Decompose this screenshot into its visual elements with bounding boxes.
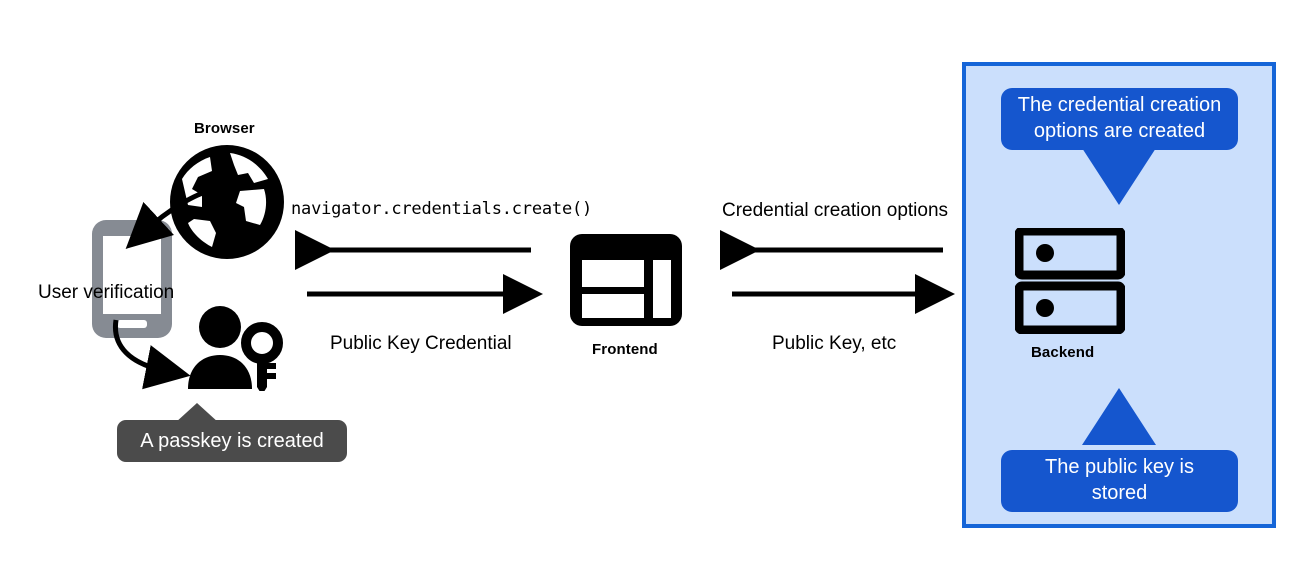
public-key-credential-label: Public Key Credential: [330, 333, 512, 354]
browser-to-phone-arrow: [125, 187, 213, 249]
public-key-stored-callout-tail: [1082, 388, 1156, 445]
passkey-created-callout-text: A passkey is created: [140, 429, 324, 452]
navigator-credentials-create-label: navigator.credentials.create(): [291, 199, 593, 219]
frontend-to-backend-arrow: [732, 274, 955, 314]
backend-to-frontend-arrow: [720, 230, 943, 270]
passkey-callout-tail: [175, 403, 219, 423]
browser-to-frontend-arrow: [307, 274, 543, 314]
server-rack-icon: [1014, 226, 1126, 335]
browser-label: Browser: [194, 120, 255, 137]
public-key-etc-label: Public Key, etc: [772, 333, 897, 354]
credential-options-callout-text: The credential creation options are crea…: [1017, 94, 1222, 142]
person-with-key-icon: [186, 305, 284, 395]
browser-window-icon: [568, 232, 684, 328]
user-verification-label: User verification: [38, 282, 175, 303]
credential-creation-options-label: Credential creation options: [722, 200, 949, 221]
credential-options-callout: The credential creation options are crea…: [1001, 88, 1238, 150]
globe-icon: [168, 143, 286, 261]
passkey-created-callout: A passkey is created: [117, 420, 347, 462]
public-key-stored-callout: The public key is stored: [1001, 450, 1238, 512]
phone-icon: [90, 218, 174, 340]
credential-options-callout-tail: [1082, 148, 1156, 205]
frontend-label: Frontend: [592, 341, 658, 358]
frontend-to-browser-arrow: [295, 230, 531, 270]
public-key-stored-callout-text: The public key is stored: [1045, 456, 1194, 504]
backend-label: Backend: [1031, 344, 1095, 361]
phone-to-person-arrow: [112, 319, 191, 390]
